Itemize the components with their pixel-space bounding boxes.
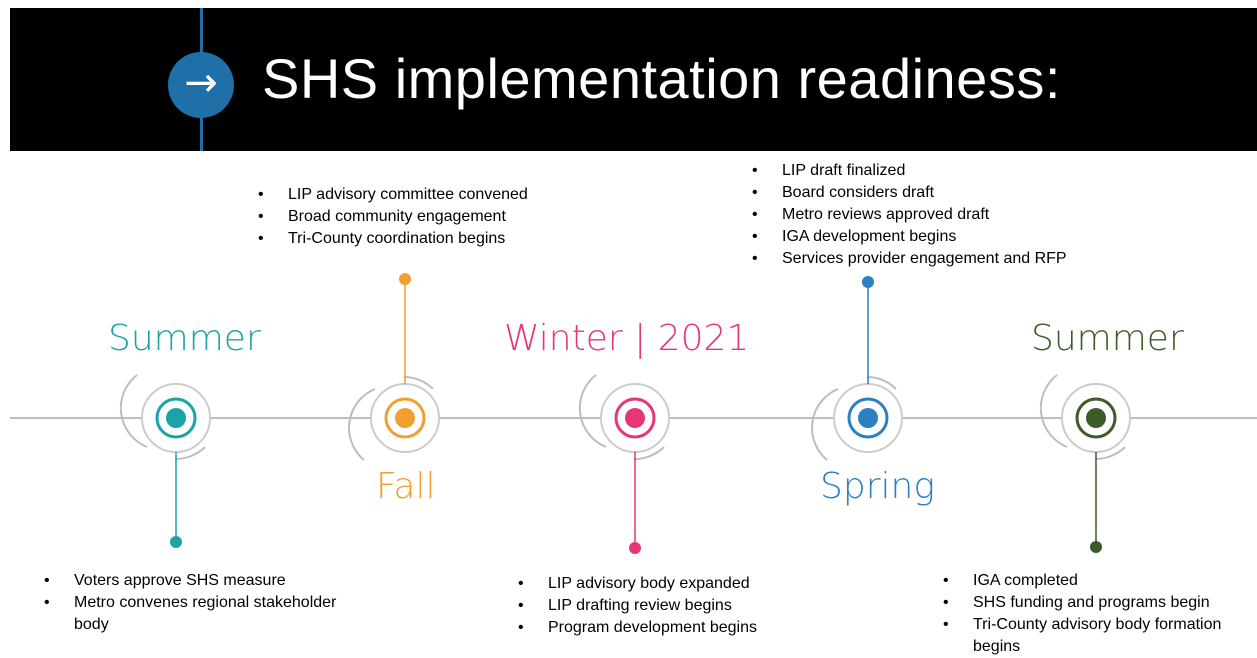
- marker-endpoint: [629, 542, 641, 554]
- note-item: IGA development begins: [752, 226, 1152, 248]
- note-item: LIP drafting review begins: [518, 595, 858, 617]
- milestone-marker-summer-2020: [119, 374, 211, 548]
- season-label-summer-2021: Summer: [1031, 318, 1184, 359]
- milestone-marker-fall: [348, 273, 440, 461]
- season-label-spring: Spring: [820, 466, 935, 507]
- marker-endpoint: [399, 273, 411, 285]
- arrow-right-icon: →: [168, 52, 234, 118]
- note-item: SHS funding and programs begin: [943, 592, 1253, 614]
- milestone-notes-spring: LIP draft finalized Board considers draf…: [752, 160, 1152, 270]
- marker-outer-arc: [119, 374, 148, 448]
- marker-dot: [858, 408, 878, 428]
- milestone-notes-summer-2020: Voters approve SHS measure Metro convene…: [44, 570, 344, 636]
- marker-dot: [395, 408, 415, 428]
- note-item: Board considers draft: [752, 182, 1152, 204]
- milestone-notes-fall: LIP advisory committee convened Broad co…: [258, 184, 598, 250]
- season-label-summer-2020: Summer: [108, 318, 261, 359]
- marker-outer-arc: [811, 388, 839, 461]
- note-item: Tri-County coordination begins: [258, 228, 598, 250]
- marker-outer-arc: [348, 388, 376, 461]
- note-item: LIP draft finalized: [752, 160, 1152, 182]
- note-item: LIP advisory body expanded: [518, 573, 858, 595]
- note-item: Services provider engagement and RFP: [752, 248, 1152, 270]
- marker-endpoint: [1090, 541, 1102, 553]
- marker-outer-arc: [1039, 374, 1068, 448]
- season-label-winter-2021: Winter | 2021: [504, 318, 750, 359]
- milestone-notes-summer-2021: IGA completed SHS funding and programs b…: [943, 570, 1253, 658]
- marker-dot: [625, 408, 645, 428]
- page-title: SHS implementation readiness:: [262, 47, 1061, 110]
- marker-outer-arc: [578, 374, 607, 448]
- note-item: Voters approve SHS measure: [44, 570, 344, 592]
- note-item: Broad community engagement: [258, 206, 598, 228]
- milestone-marker-spring: [811, 276, 903, 461]
- note-item: IGA completed: [943, 570, 1253, 592]
- note-item: Program development begins: [518, 617, 858, 639]
- note-item: Metro reviews approved draft: [752, 204, 1152, 226]
- season-label-fall: Fall: [376, 466, 436, 507]
- marker-outer-arc: [174, 446, 206, 461]
- marker-endpoint: [862, 276, 874, 288]
- note-item: Tri-County advisory body formation begin…: [943, 614, 1253, 658]
- milestone-marker-winter-2021: [578, 374, 670, 554]
- marker-outer-arc: [866, 376, 897, 390]
- milestone-notes-winter-2021: LIP advisory body expanded LIP drafting …: [518, 573, 858, 639]
- milestone-marker-summer-2021: [1039, 374, 1131, 553]
- marker-outer-arc: [403, 376, 434, 390]
- marker-endpoint: [170, 536, 182, 548]
- marker-dot: [1086, 408, 1106, 428]
- note-item: LIP advisory committee convened: [258, 184, 598, 206]
- marker-dot: [166, 408, 186, 428]
- marker-outer-arc: [1094, 446, 1126, 461]
- marker-outer-arc: [633, 446, 665, 461]
- note-item: Metro convenes regional stakeholder body: [44, 592, 344, 636]
